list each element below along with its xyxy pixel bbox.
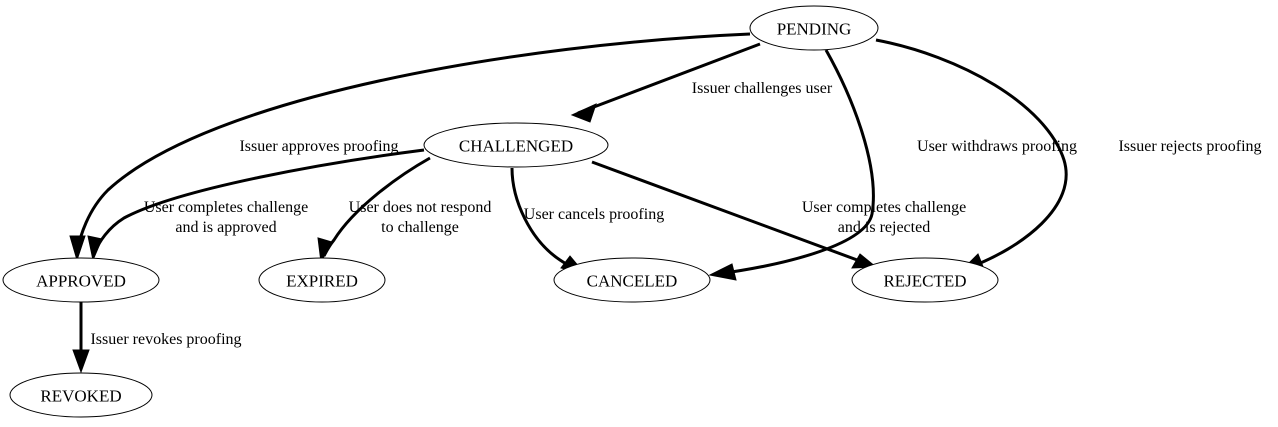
edge-path-pending-rejected (875, 38, 1068, 270)
arrowhead-revoked-from-approved (72, 349, 90, 374)
edge-label-challenged-approved-line2: and is approved (175, 219, 276, 236)
arrowhead-approved-from-pending (69, 235, 86, 262)
edge-pending-to-approved (69, 32, 751, 262)
node-ellipse-rejected[interactable] (851, 257, 999, 303)
edge-label-challenged-approved-line1: User completes challenge (144, 199, 308, 216)
node-ellipse-challenged[interactable] (423, 122, 609, 168)
node-ellipse-pending[interactable] (749, 5, 879, 51)
edge-pending-to-rejected (875, 38, 1068, 272)
edge-challenged-to-expired (317, 156, 431, 264)
edge-label-pending-rejected: Issuer rejects proofing (1118, 138, 1261, 155)
edge-pending-to-canceled (708, 49, 875, 281)
node-pending[interactable]: PENDING (749, 5, 879, 51)
edge-path-pending-challenged (577, 42, 761, 115)
edge-label-challenged-rejected-line2: and is rejected (838, 219, 930, 236)
edge-path-challenged-rejected (591, 160, 869, 266)
edge-label-challenged-rejected-line1: User completes challenge (802, 199, 966, 216)
node-label-approved: APPROVED (36, 272, 126, 291)
edge-label-pending-approved: Issuer approves proofing (239, 138, 398, 155)
node-label-revoked: REVOKED (40, 387, 121, 406)
node-ellipse-canceled[interactable] (553, 257, 711, 303)
node-revoked[interactable]: REVOKED (9, 372, 153, 418)
node-ellipse-approved[interactable] (2, 257, 160, 303)
arrowhead-expired-from-challenged (317, 237, 333, 264)
edge-path-pending-canceled (717, 49, 875, 276)
edge-path-challenged-approved (93, 148, 425, 253)
arrowhead-approved-from-challenged (87, 235, 103, 262)
edge-label-challenged-expired-line2: to challenge (381, 219, 459, 236)
edge-label-challenged-expired-line1: User does not respond (349, 199, 492, 216)
node-ellipse-expired[interactable] (258, 257, 386, 303)
edge-path-pending-approved (75, 32, 751, 253)
edge-challenged-to-approved (87, 148, 425, 262)
node-ellipse-revoked[interactable] (9, 372, 153, 418)
node-label-expired: EXPIRED (286, 272, 358, 291)
node-label-rejected: REJECTED (883, 272, 966, 291)
edge-label-challenged-canceled: User cancels proofing (524, 206, 664, 223)
node-approved[interactable]: APPROVED (2, 257, 160, 303)
arrowhead-canceled-from-pending (708, 263, 737, 281)
node-challenged[interactable]: CHALLENGED (423, 122, 609, 168)
node-label-canceled: CANCELED (587, 272, 678, 291)
edge-label-approved-revoked: Issuer revokes proofing (90, 331, 241, 348)
node-label-challenged: CHALLENGED (459, 137, 573, 156)
node-expired[interactable]: EXPIRED (258, 257, 386, 303)
edge-label-pending-canceled: User withdraws proofing (917, 138, 1077, 155)
node-rejected[interactable]: REJECTED (851, 257, 999, 303)
edge-label-pending-challenged: Issuer challenges user (692, 80, 833, 97)
edge-pending-to-challenged (570, 42, 761, 123)
arrowhead-challenged-from-pending (570, 103, 597, 123)
edge-approved-to-revoked (72, 302, 90, 374)
node-canceled[interactable]: CANCELED (553, 257, 711, 303)
node-label-pending: PENDING (777, 20, 852, 39)
